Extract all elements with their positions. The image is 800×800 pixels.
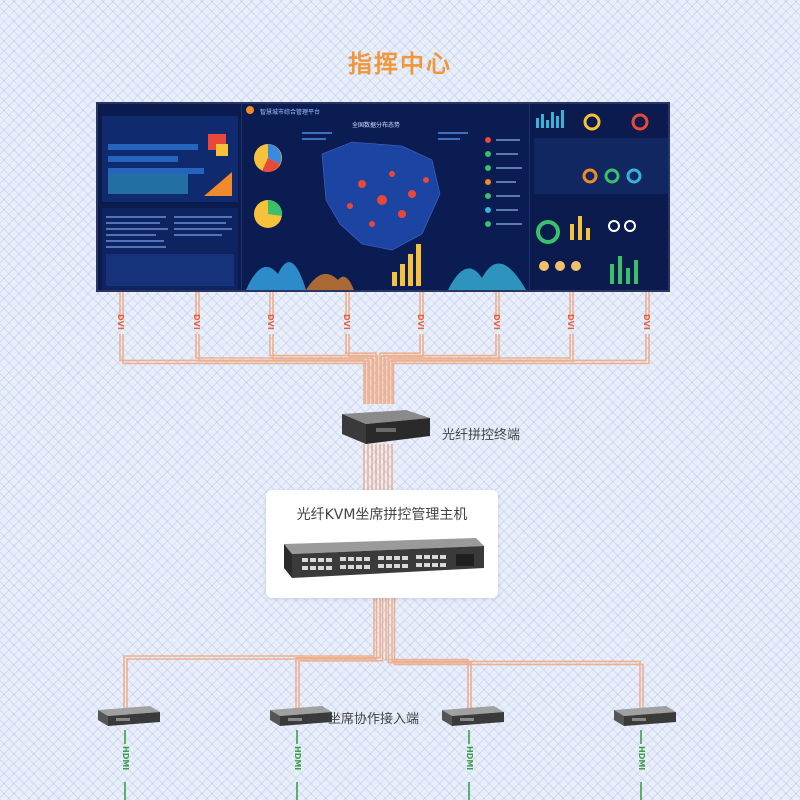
seat-terminal-label: 坐席协作接入端 — [328, 712, 420, 727]
fiber-cable — [385, 598, 469, 708]
dvi-label: DVI — [342, 314, 351, 330]
diagram-title: 指挥中心 — [348, 50, 452, 78]
fiber-cable — [119, 292, 365, 404]
fiber-cable — [126, 598, 378, 708]
fiber-cable — [383, 292, 497, 404]
seat-terminal-device — [614, 706, 676, 726]
fiber-cables — [119, 292, 650, 708]
fiber-cable — [122, 292, 367, 404]
hdmi-label: HDMI — [293, 746, 302, 771]
dvi-label: DVI — [566, 314, 575, 330]
dvi-label: DVI — [642, 314, 651, 330]
dvi-label: DVI — [416, 314, 425, 330]
dvi-label: DVI — [192, 314, 201, 330]
fiber-cable — [198, 292, 371, 404]
wall-panel-left — [98, 104, 242, 290]
fiber-cable — [295, 598, 381, 708]
hdmi-label: HDMI — [637, 746, 646, 771]
hdmi-label: HDMI — [465, 746, 474, 771]
kvm-host-device — [284, 538, 484, 578]
dvi-label: DVI — [266, 314, 275, 330]
wall-panel-center: 智慧城市综合管理平台 全国数据分布态势 — [242, 104, 530, 290]
fiber-cable — [379, 292, 421, 404]
fiber-cable — [195, 292, 369, 404]
map-title: 全国数据分布态势 — [352, 122, 401, 129]
fiber-cable — [391, 598, 641, 708]
left-dashboard-graphics — [102, 116, 238, 290]
fiber-cable — [348, 292, 379, 404]
fiber-cable — [387, 292, 571, 404]
seat-terminal-device — [98, 706, 160, 726]
fiber-cable — [388, 292, 574, 404]
hdmi-label: HDMI — [121, 746, 130, 771]
fiber-cable — [393, 598, 644, 708]
fiber-cable — [272, 292, 375, 404]
fiber-cable — [123, 598, 375, 708]
dvi-label: DVI — [116, 314, 125, 330]
fiber-cable — [345, 292, 377, 404]
right-dashboard-graphics — [534, 110, 668, 284]
wall-panel-right — [530, 104, 668, 290]
wall-header: 智慧城市综合管理平台 — [260, 109, 321, 116]
fiber-cable — [269, 292, 373, 404]
seat-terminal-device — [442, 706, 504, 726]
fiber-cable — [392, 292, 650, 404]
seat-terminal-device — [270, 706, 332, 726]
dvi-label: DVI — [492, 314, 501, 330]
main-host-card: 光纤KVM坐席拼控管理主机 — [266, 490, 498, 598]
center-dashboard-graphics — [246, 106, 526, 290]
main-host-label: 光纤KVM坐席拼控管理主机 — [296, 507, 468, 523]
fiber-cable — [391, 292, 647, 404]
fiber-cable — [387, 598, 472, 708]
fiber-terminal-device — [342, 410, 430, 444]
fiber-cable — [384, 292, 500, 404]
video-wall: 智慧城市综合管理平台 全国数据分布态势 — [96, 102, 670, 292]
fiber-terminal-label: 光纤拼控终端 — [442, 428, 521, 443]
fiber-cable — [298, 598, 384, 708]
